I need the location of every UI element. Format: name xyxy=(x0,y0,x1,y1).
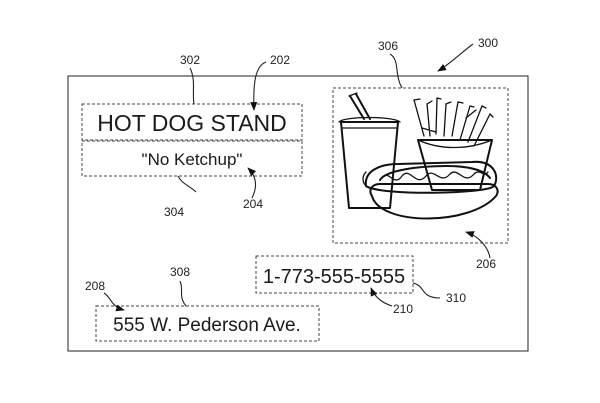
ref-302: 302 xyxy=(180,53,200,67)
subtitle-box xyxy=(81,140,303,177)
leader-300 xyxy=(437,43,474,72)
card-outline xyxy=(67,75,529,352)
leader-206 xyxy=(465,231,491,259)
phone-box xyxy=(255,255,414,294)
leader-210 xyxy=(370,287,393,307)
leader-302 xyxy=(189,67,195,105)
card-address: 555 W. Pederson Ave. xyxy=(113,315,301,336)
leader-308 xyxy=(179,280,187,307)
ref-210: 210 xyxy=(393,302,413,316)
ref-204: 204 xyxy=(243,197,263,211)
leader-202 xyxy=(250,61,267,111)
card-title: HOT DOG STAND xyxy=(97,110,287,136)
card-subtitle: "No Ketchup" xyxy=(142,150,243,169)
ref-308: 308 xyxy=(170,265,190,279)
leader-304 xyxy=(177,175,197,193)
ref-202: 202 xyxy=(270,53,290,67)
address-box xyxy=(95,305,320,342)
card-phone: 1-773-555-5555 xyxy=(263,266,405,288)
ref-304: 304 xyxy=(164,205,184,219)
ref-206: 206 xyxy=(476,257,496,271)
ref-306: 306 xyxy=(378,39,398,53)
image-box xyxy=(332,87,509,244)
food-illustration-icon xyxy=(338,92,499,220)
leader-310 xyxy=(412,282,441,299)
title-box xyxy=(81,103,303,141)
leader-208 xyxy=(103,292,125,312)
leader-204 xyxy=(247,167,257,199)
ref-300: 300 xyxy=(478,36,498,50)
leader-306 xyxy=(389,53,403,89)
ref-208: 208 xyxy=(85,279,105,293)
ref-310: 310 xyxy=(446,291,466,305)
